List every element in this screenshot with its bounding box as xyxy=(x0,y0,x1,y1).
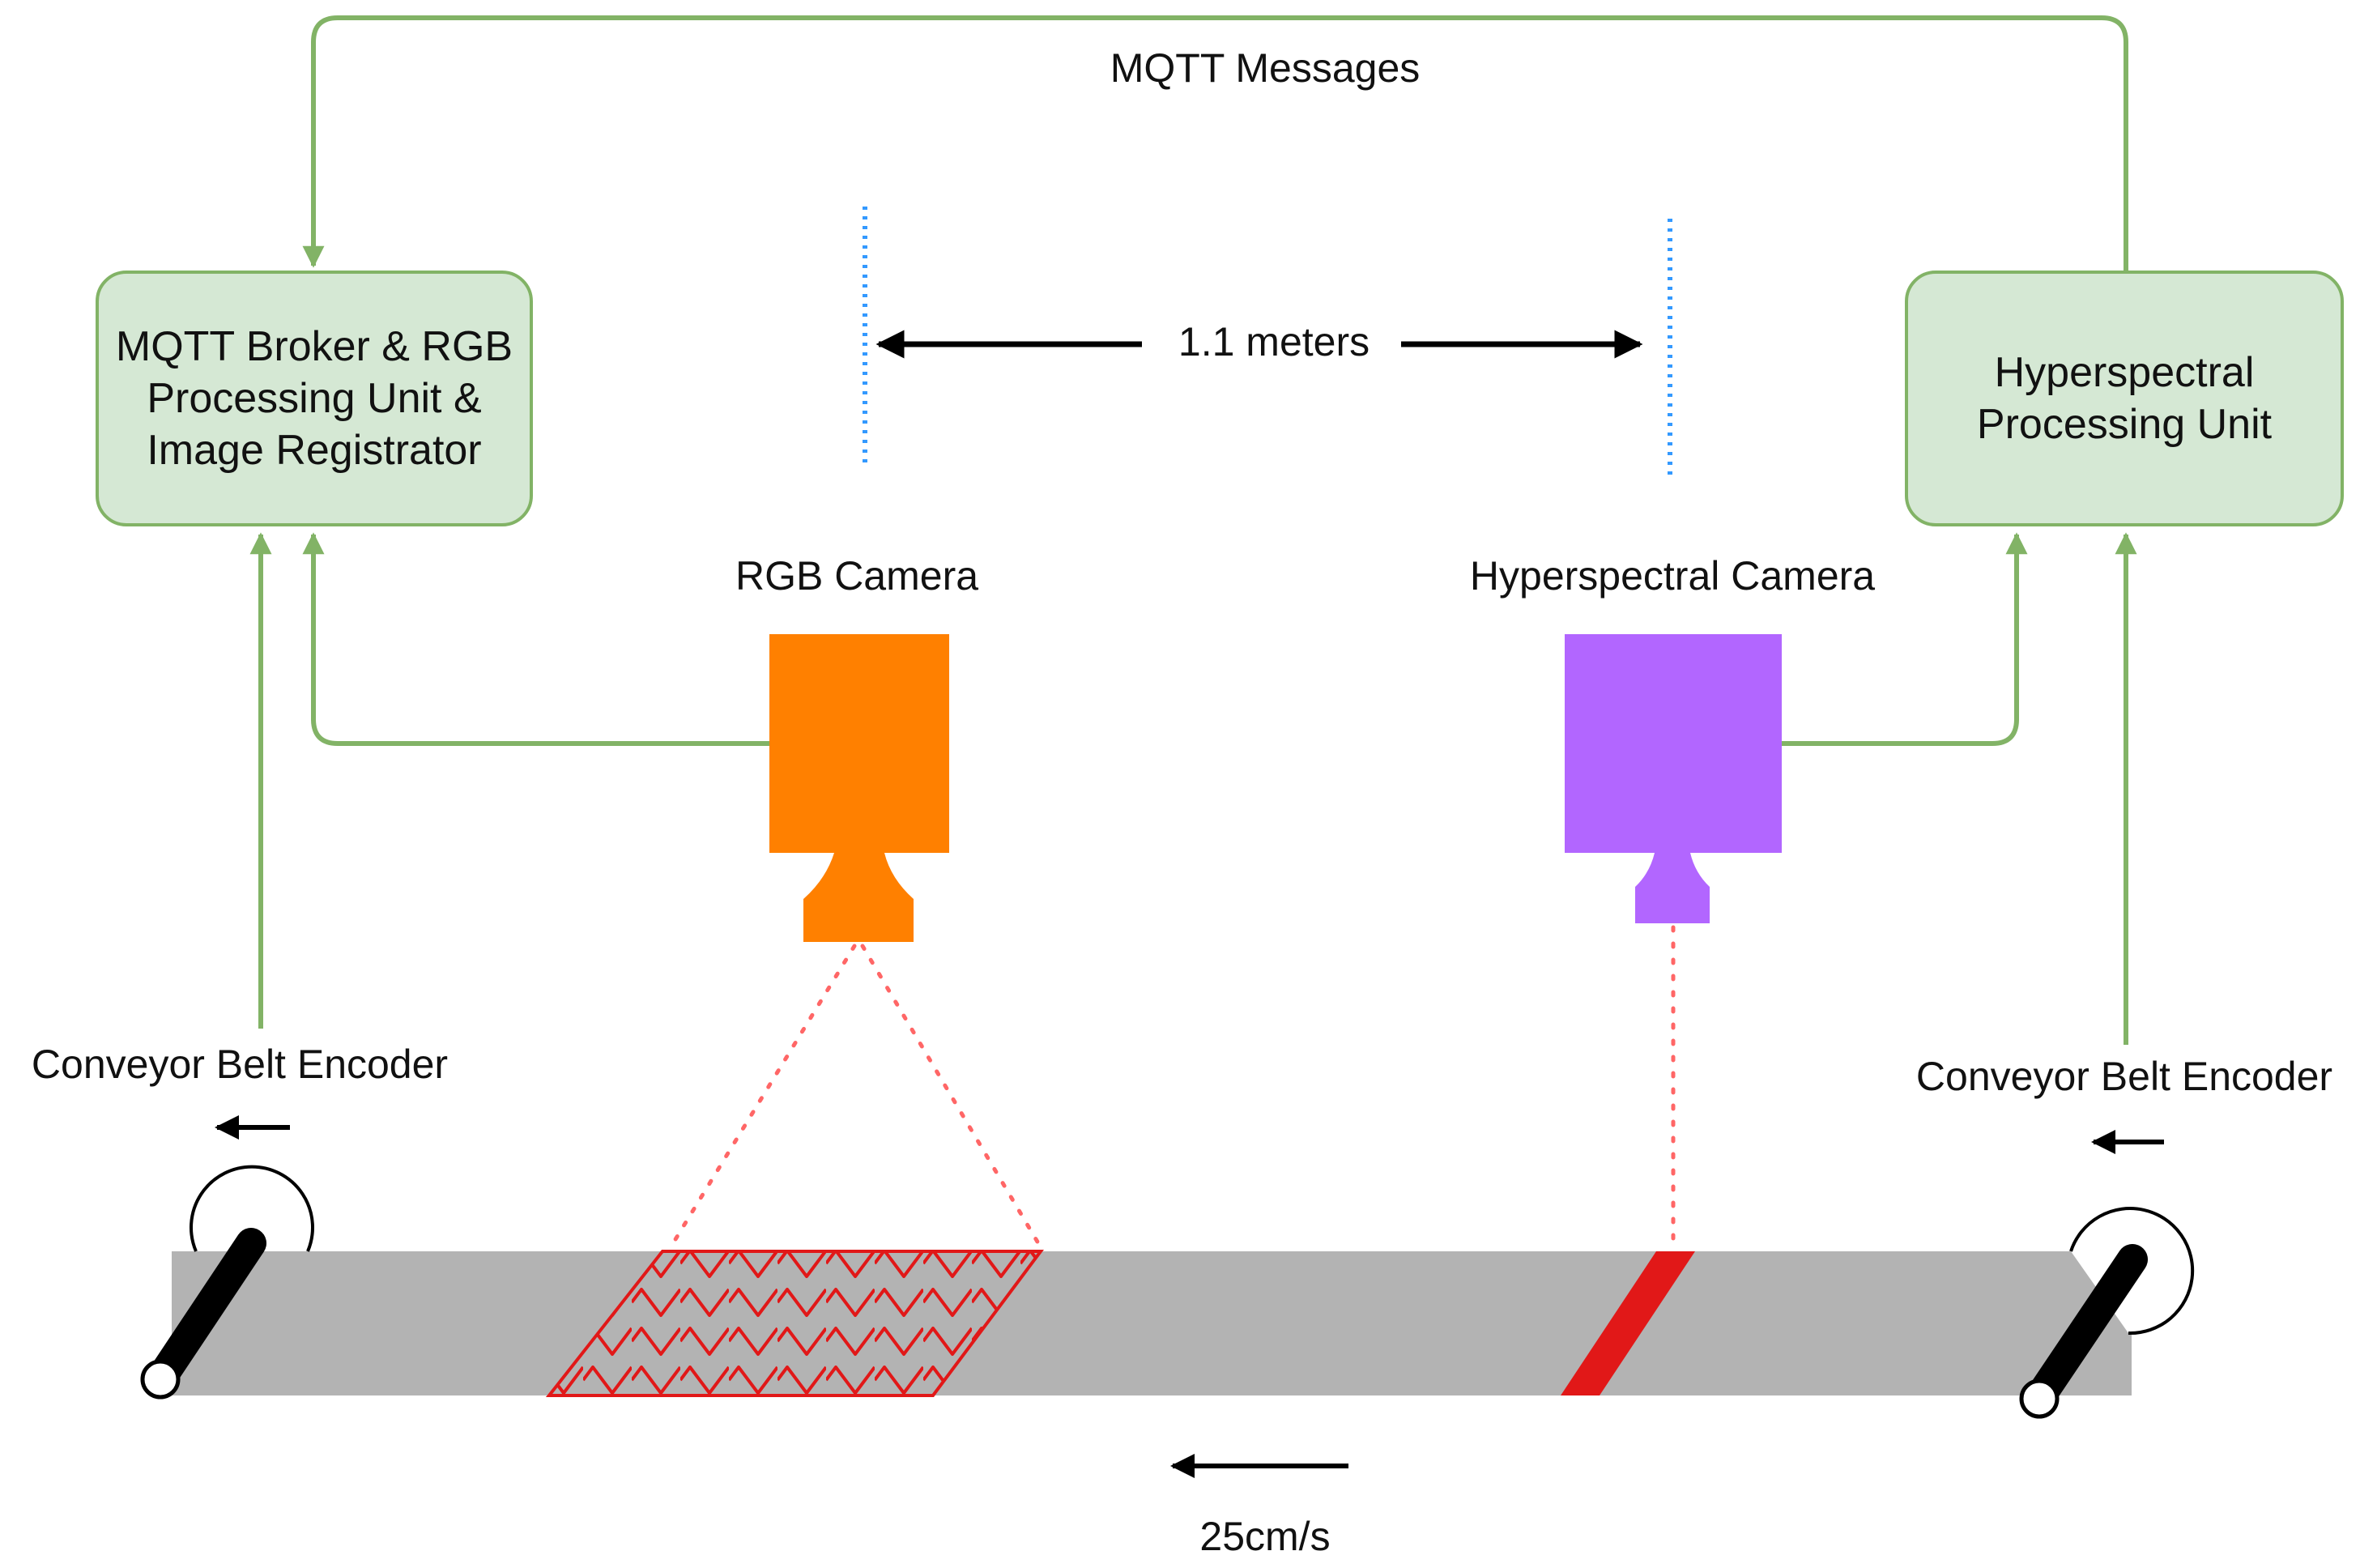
mqtt-broker-rgb-processing-box: MQTT Broker & RGB Processing Unit & Imag… xyxy=(96,271,533,526)
right-conveyor-belt-encoder-label: Conveyor Belt Encoder xyxy=(1915,1054,2333,1099)
right-roller xyxy=(2026,1244,2148,1411)
rgb-camera-lens xyxy=(803,853,914,942)
rgb-fov-right xyxy=(860,944,1043,1250)
rgb-camera-connector xyxy=(302,532,769,746)
hyperspectral-camera-label: Hyperspectral Camera xyxy=(1469,553,1876,599)
left-encoder-wheel xyxy=(190,1165,314,1252)
mqtt-messages-label: MQTT Messages xyxy=(1110,45,1421,91)
distance-label: 1.1 meters xyxy=(1178,319,1370,364)
hyperspectral-camera-body xyxy=(1565,634,1782,853)
left-roller xyxy=(145,1228,266,1395)
hyperspectral-processing-label: Hyperspectral Processing Unit xyxy=(1976,349,2273,448)
conveyor-belt xyxy=(172,1251,2132,1395)
rgb-camera-body xyxy=(769,634,949,853)
belt-speed-label: 25cm/s xyxy=(1199,1514,1331,1559)
mqtt-broker-rgb-processing-label: MQTT Broker & RGB Processing Unit & Imag… xyxy=(115,323,513,474)
right-roller-end xyxy=(2019,1378,2060,1419)
left-roller-end xyxy=(140,1359,181,1400)
rgb-camera-label: RGB Camera xyxy=(735,553,979,599)
left-conveyor-belt-encoder-label: Conveyor Belt Encoder xyxy=(31,1042,449,1087)
hyperspectral-camera-connector xyxy=(1782,532,2028,746)
hyperspectral-scan-stripe xyxy=(1561,1251,1695,1395)
rgb-fov-left xyxy=(668,944,857,1250)
rgb-scan-area xyxy=(545,1250,1044,1397)
hyperspectral-camera-lens xyxy=(1635,853,1710,923)
hyperspectral-processing-box: Hyperspectral Processing Unit xyxy=(1905,271,2344,526)
mqtt-message-connector xyxy=(302,15,2128,271)
